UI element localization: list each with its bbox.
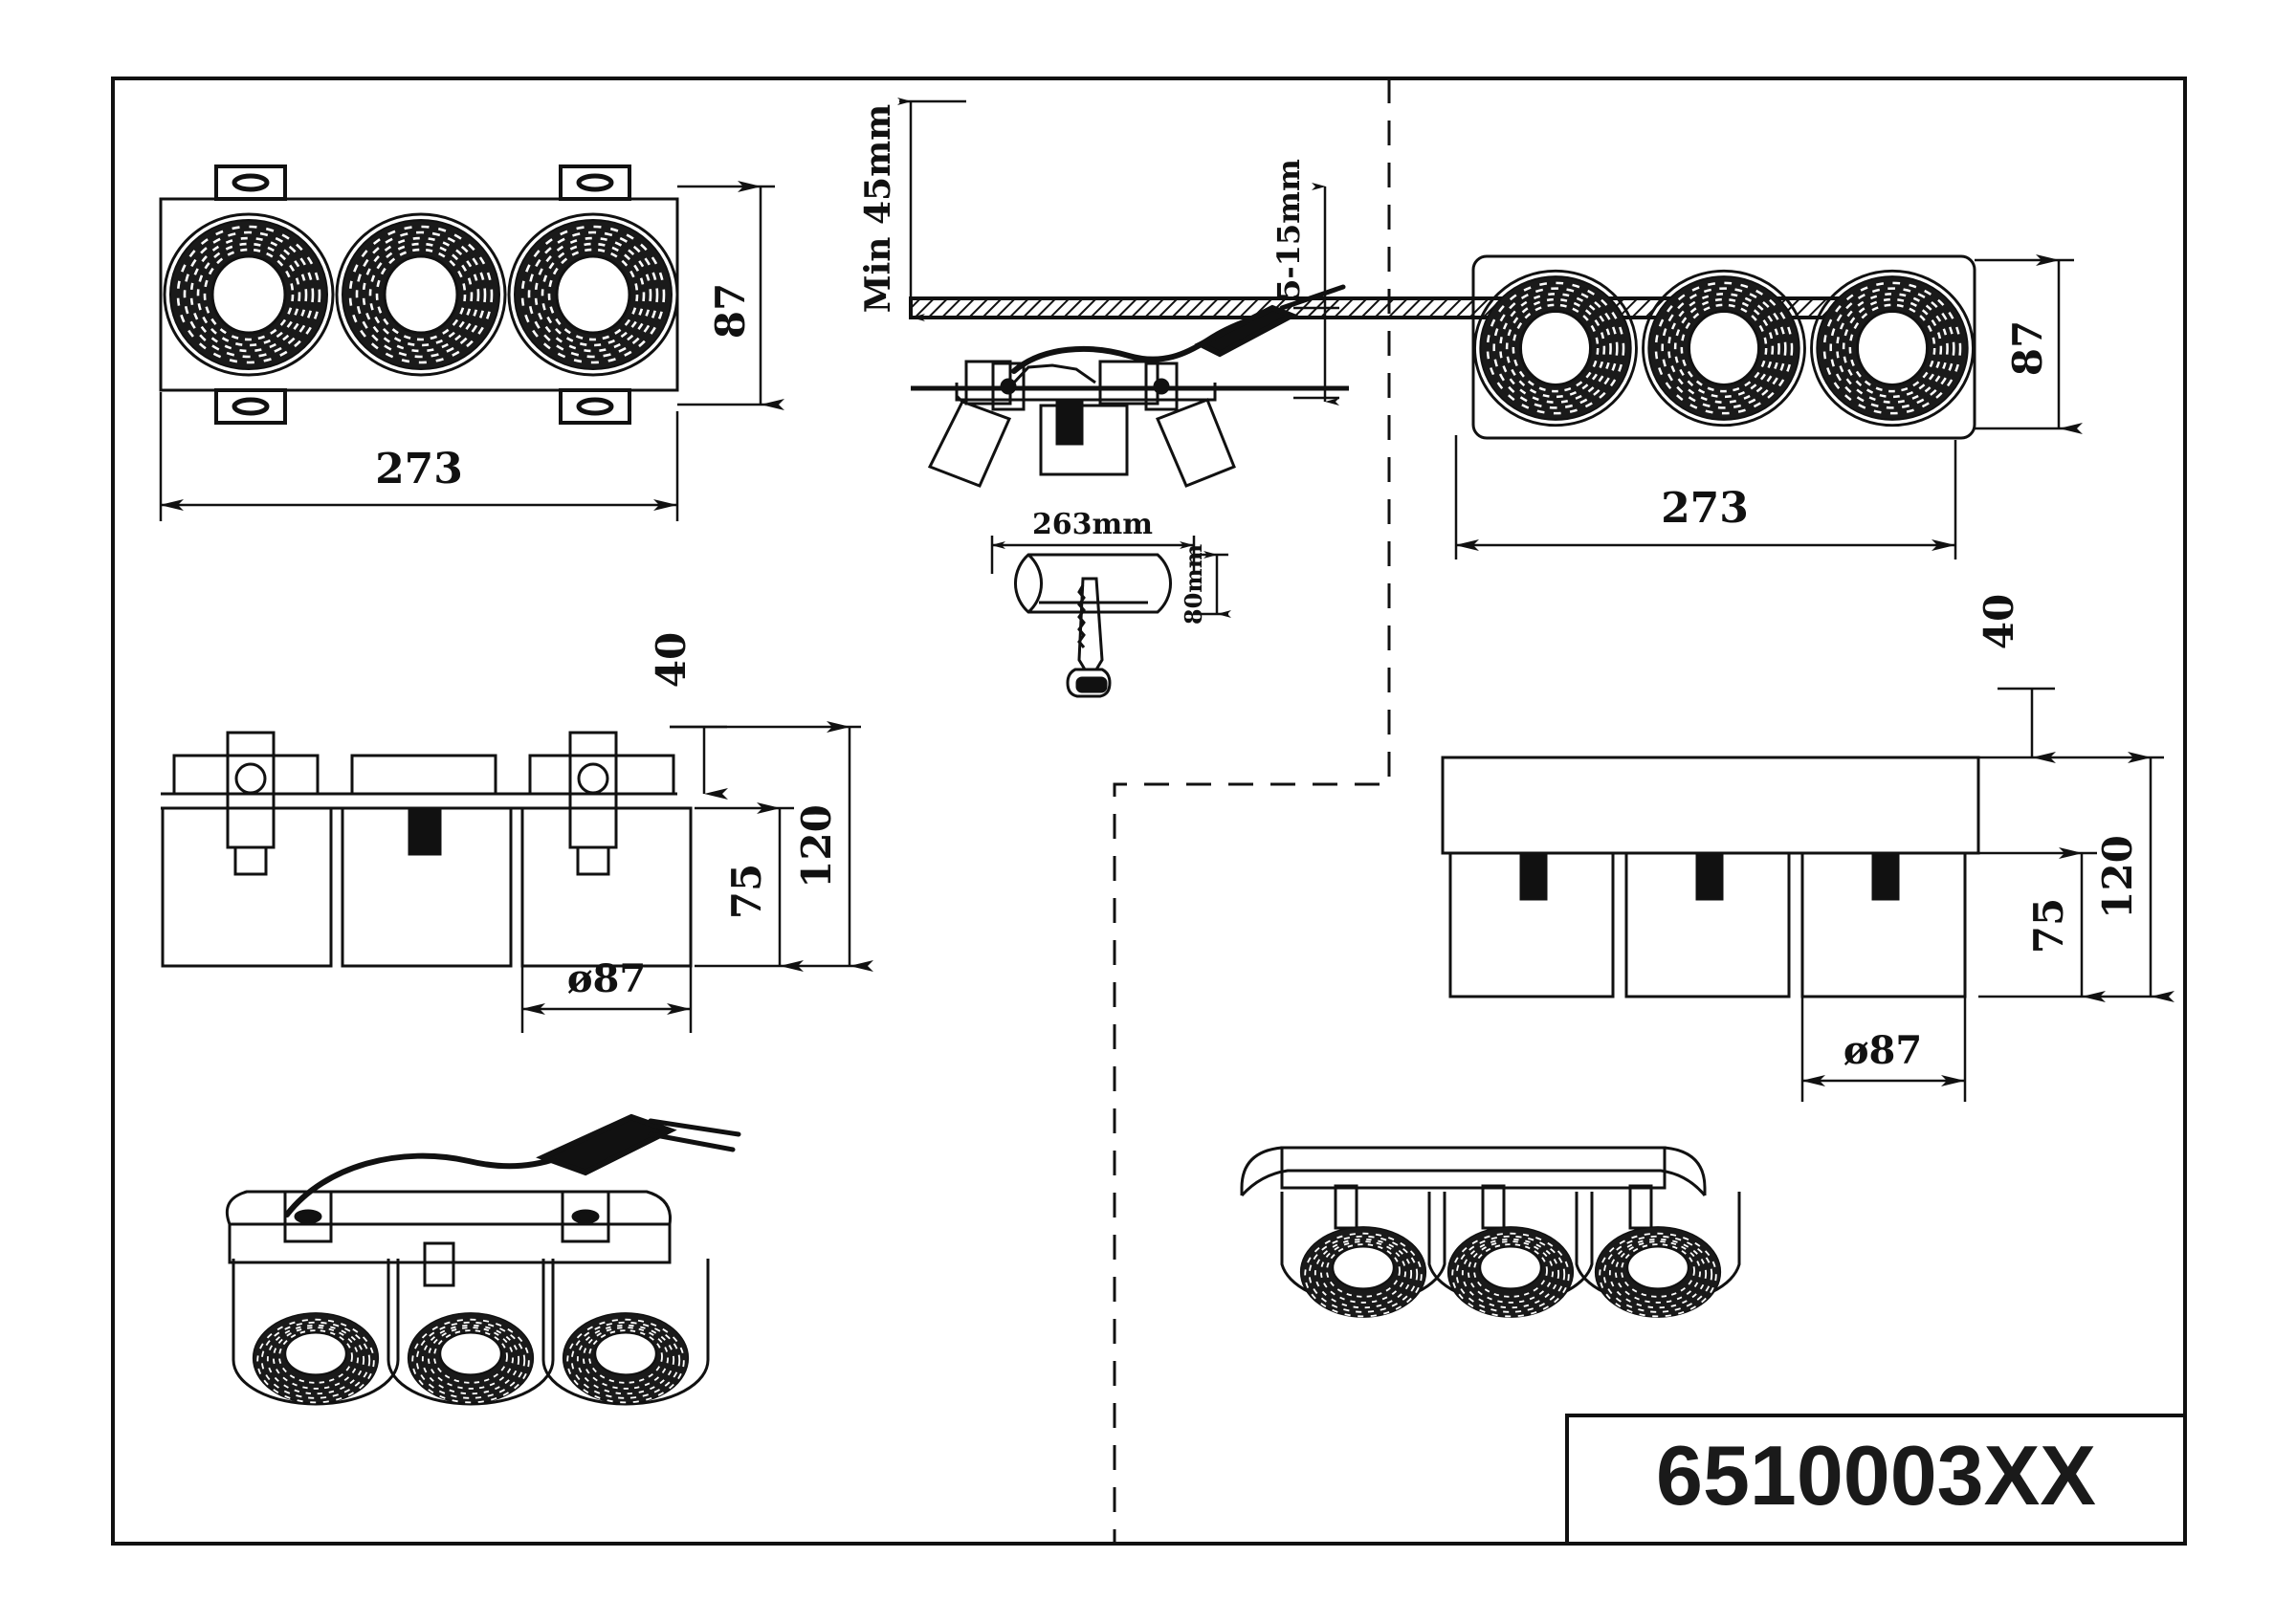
view-mid-left-side: 40 120 75 ø87 <box>161 632 873 1033</box>
saw-tool <box>1066 577 1112 698</box>
dimension-120-left: 120 <box>670 721 873 972</box>
lamp-head <box>163 212 335 377</box>
wiring-harness <box>1011 284 1346 374</box>
lamp-head <box>507 212 679 377</box>
dim-label-min-45mm: Min 45mm <box>858 104 898 314</box>
iso-wiring-harness <box>284 1113 741 1217</box>
lamp-head <box>252 1311 380 1405</box>
dimension-width-273: 273 <box>159 392 679 521</box>
dimension-263mm: 263mm <box>990 508 1196 574</box>
bracket-clamp-left <box>991 362 1026 411</box>
iso-bracket-clamp <box>283 1190 610 1287</box>
bracket-post-left <box>226 731 276 876</box>
dimension-5-15mm: 5-15mm <box>1270 159 1339 406</box>
dim-label-87-top-left: 87 <box>707 283 754 339</box>
mount-tab <box>1519 851 1900 901</box>
dimension-75-left: 75 <box>695 802 804 972</box>
dimension-diameter-87-left: ø87 <box>520 956 693 1033</box>
view-cutout-template: 263mm 80mm <box>990 508 1231 698</box>
lamp-head <box>1473 269 1638 428</box>
view-bottom-left-iso <box>225 1113 741 1406</box>
view-bottom-right-iso <box>1240 1146 1741 1319</box>
lamp-head <box>562 1311 690 1405</box>
dimension-75-right: 75 <box>1971 847 2106 1002</box>
dim-label-87-top-right: 87 <box>2004 320 2051 376</box>
part-number-label: 6510003XX <box>1656 1428 2096 1523</box>
sheet-border <box>111 77 2187 1546</box>
lamp-head <box>1810 269 1975 428</box>
flange-block <box>172 754 675 796</box>
iso-frame-plate <box>225 1190 672 1264</box>
lamp-body-box <box>161 806 693 968</box>
ceiling-plate <box>161 792 677 810</box>
dim-label-5-15mm: 5-15mm <box>1270 159 1307 300</box>
title-block: 6510003XX <box>1565 1414 2187 1546</box>
dim-label-273-top-left: 273 <box>375 445 463 493</box>
view-top-left-plan: 87 273 <box>159 166 784 521</box>
dimension-width-273-right: 273 <box>1454 435 1957 559</box>
dim-label-120-left: 120 <box>793 804 840 888</box>
dimension-40-left: 40 <box>648 632 728 800</box>
dim-label-120-right: 120 <box>2094 835 2141 919</box>
view-divider-dashed <box>1113 78 1391 1544</box>
dimension-80mm: 80mm <box>1180 544 1231 625</box>
iso-surface-housing <box>1240 1146 1707 1197</box>
iso-mount-tab <box>1334 1184 1653 1230</box>
mounting-ear <box>561 166 629 199</box>
dimension-40-right: 40 <box>1976 594 2056 763</box>
view-top-right-plan: 87 273 <box>1454 254 2083 559</box>
bracket-clamp-right <box>1144 362 1179 411</box>
lamp-head <box>407 1311 535 1405</box>
mounting-ear <box>216 390 285 423</box>
dim-label-40-left: 40 <box>648 632 695 688</box>
dim-label-263mm: 263mm <box>1032 508 1153 541</box>
lamp-head <box>335 212 507 377</box>
dimension-min-45mm: Min 45mm <box>858 98 966 321</box>
spot-body-right <box>1156 398 1236 488</box>
dimension-diameter-87-right: ø87 <box>1800 997 1967 1102</box>
lamp-head <box>1446 1225 1575 1319</box>
mounting-ear <box>216 166 285 199</box>
cutout-oval <box>1014 553 1172 614</box>
spot-body-left <box>927 394 1012 488</box>
bracket-post-right <box>568 731 618 876</box>
mounting-ear <box>561 390 629 423</box>
dimension-height-87: 87 <box>677 181 784 410</box>
lamp-head <box>1594 1225 1722 1319</box>
dimension-120-right: 120 <box>1978 752 2175 1002</box>
dim-label-75-right: 75 <box>2025 898 2072 954</box>
spot-body-center <box>1039 404 1129 476</box>
surface-housing-plate <box>1441 756 1980 855</box>
dim-label-diameter-87-left: ø87 <box>567 956 646 1001</box>
dim-label-75-left: 75 <box>723 864 770 919</box>
dimension-height-87-right: 87 <box>1975 254 2083 434</box>
dim-label-273-top-right: 273 <box>1661 484 1749 533</box>
lamp-head <box>1642 269 1806 428</box>
lamp-head <box>1299 1225 1427 1319</box>
view-center-installation: Min 45mm 5-15mm <box>858 98 1869 488</box>
dim-label-diameter-87-right: ø87 <box>1843 1028 1922 1073</box>
view-mid-right-side: 40 120 75 ø87 <box>1441 594 2175 1102</box>
dim-label-80mm: 80mm <box>1180 544 1207 625</box>
iso-lamp-cylinder <box>232 1259 710 1406</box>
dim-label-40-right: 40 <box>1976 594 2022 649</box>
